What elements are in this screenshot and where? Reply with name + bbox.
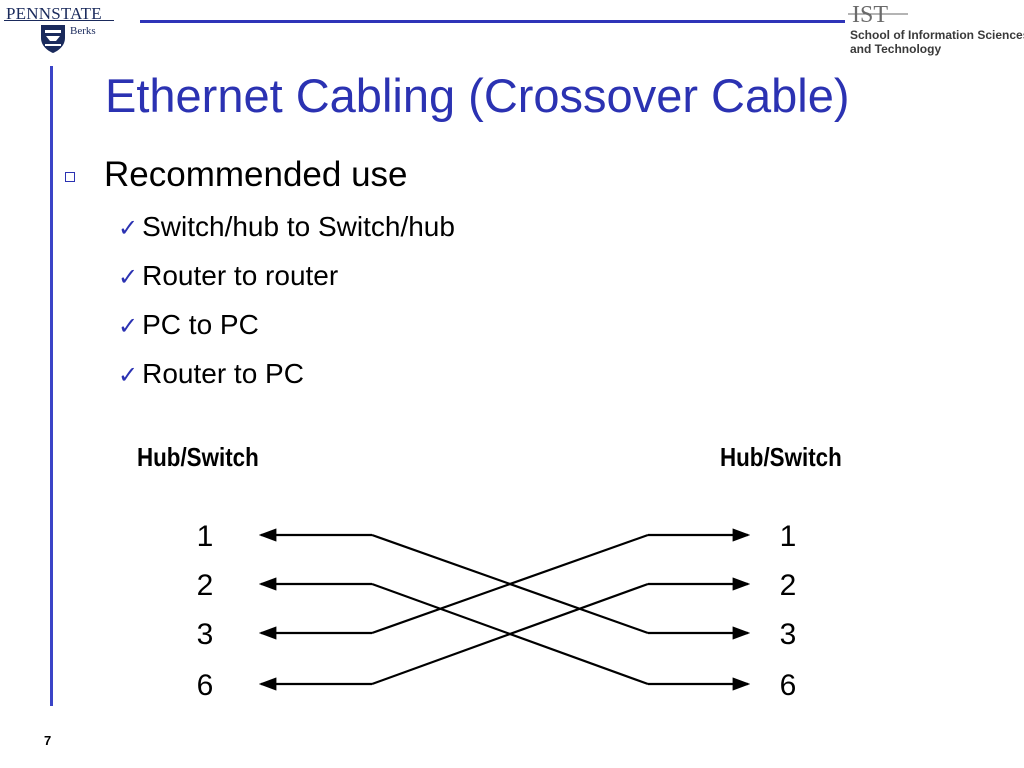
crossover-wire: [371, 582, 649, 686]
ist-mark-text: IST: [852, 2, 888, 28]
bullet-text: Recommended use: [104, 155, 408, 194]
sub-item-text: Router to PC: [142, 358, 304, 389]
sub-item: ✓Router to router: [118, 260, 338, 292]
sub-item: ✓Router to PC: [118, 358, 304, 390]
shield-icon: [41, 25, 65, 53]
ist-school-name: School of Information Sciences and Techn…: [850, 28, 1024, 56]
right-pin-label: 2: [780, 569, 797, 602]
square-bullet-icon: [65, 172, 75, 182]
ist-school-line-2: and Technology: [850, 42, 942, 56]
left-device-label: Hub/Switch: [137, 442, 259, 472]
right-pin-label: 3: [780, 618, 797, 651]
ist-school-line-1: School of Information Sciences: [850, 28, 1024, 42]
right-pin-label: 1: [780, 520, 797, 553]
header-rule: [140, 20, 845, 23]
left-pin-labels: 1 2 3 6: [197, 520, 214, 702]
ist-logo-icon: IST: [848, 2, 908, 28]
check-icon: ✓: [118, 263, 139, 291]
sub-item-text: Switch/hub to Switch/hub: [142, 211, 455, 242]
check-icon: ✓: [118, 361, 139, 389]
page-number: 7: [44, 733, 52, 748]
check-icon: ✓: [118, 214, 139, 242]
sub-item: ✓Switch/hub to Switch/hub: [118, 211, 455, 243]
left-pin-label: 1: [197, 520, 214, 553]
crossover-wire: [371, 533, 649, 635]
sub-item-text: PC to PC: [142, 309, 259, 340]
sub-item-text: Router to router: [142, 260, 339, 291]
left-pin-label: 3: [197, 618, 214, 651]
pennstate-wordmark: PENNSTATE: [6, 4, 102, 23]
campus-name: Berks: [70, 25, 96, 37]
logo-underline: [4, 20, 114, 21]
left-rule: [50, 66, 53, 706]
left-pin-label: 6: [197, 669, 214, 702]
right-pin-labels: 1 2 3 6: [780, 520, 797, 702]
wires: [258, 528, 751, 691]
right-device-label: Hub/Switch: [720, 442, 842, 472]
sub-item: ✓PC to PC: [118, 309, 259, 341]
left-pin-label: 2: [197, 569, 214, 602]
right-pin-label: 6: [780, 669, 797, 702]
check-icon: ✓: [118, 312, 139, 340]
slide-title: Ethernet Cabling (Crossover Cable): [105, 69, 850, 122]
